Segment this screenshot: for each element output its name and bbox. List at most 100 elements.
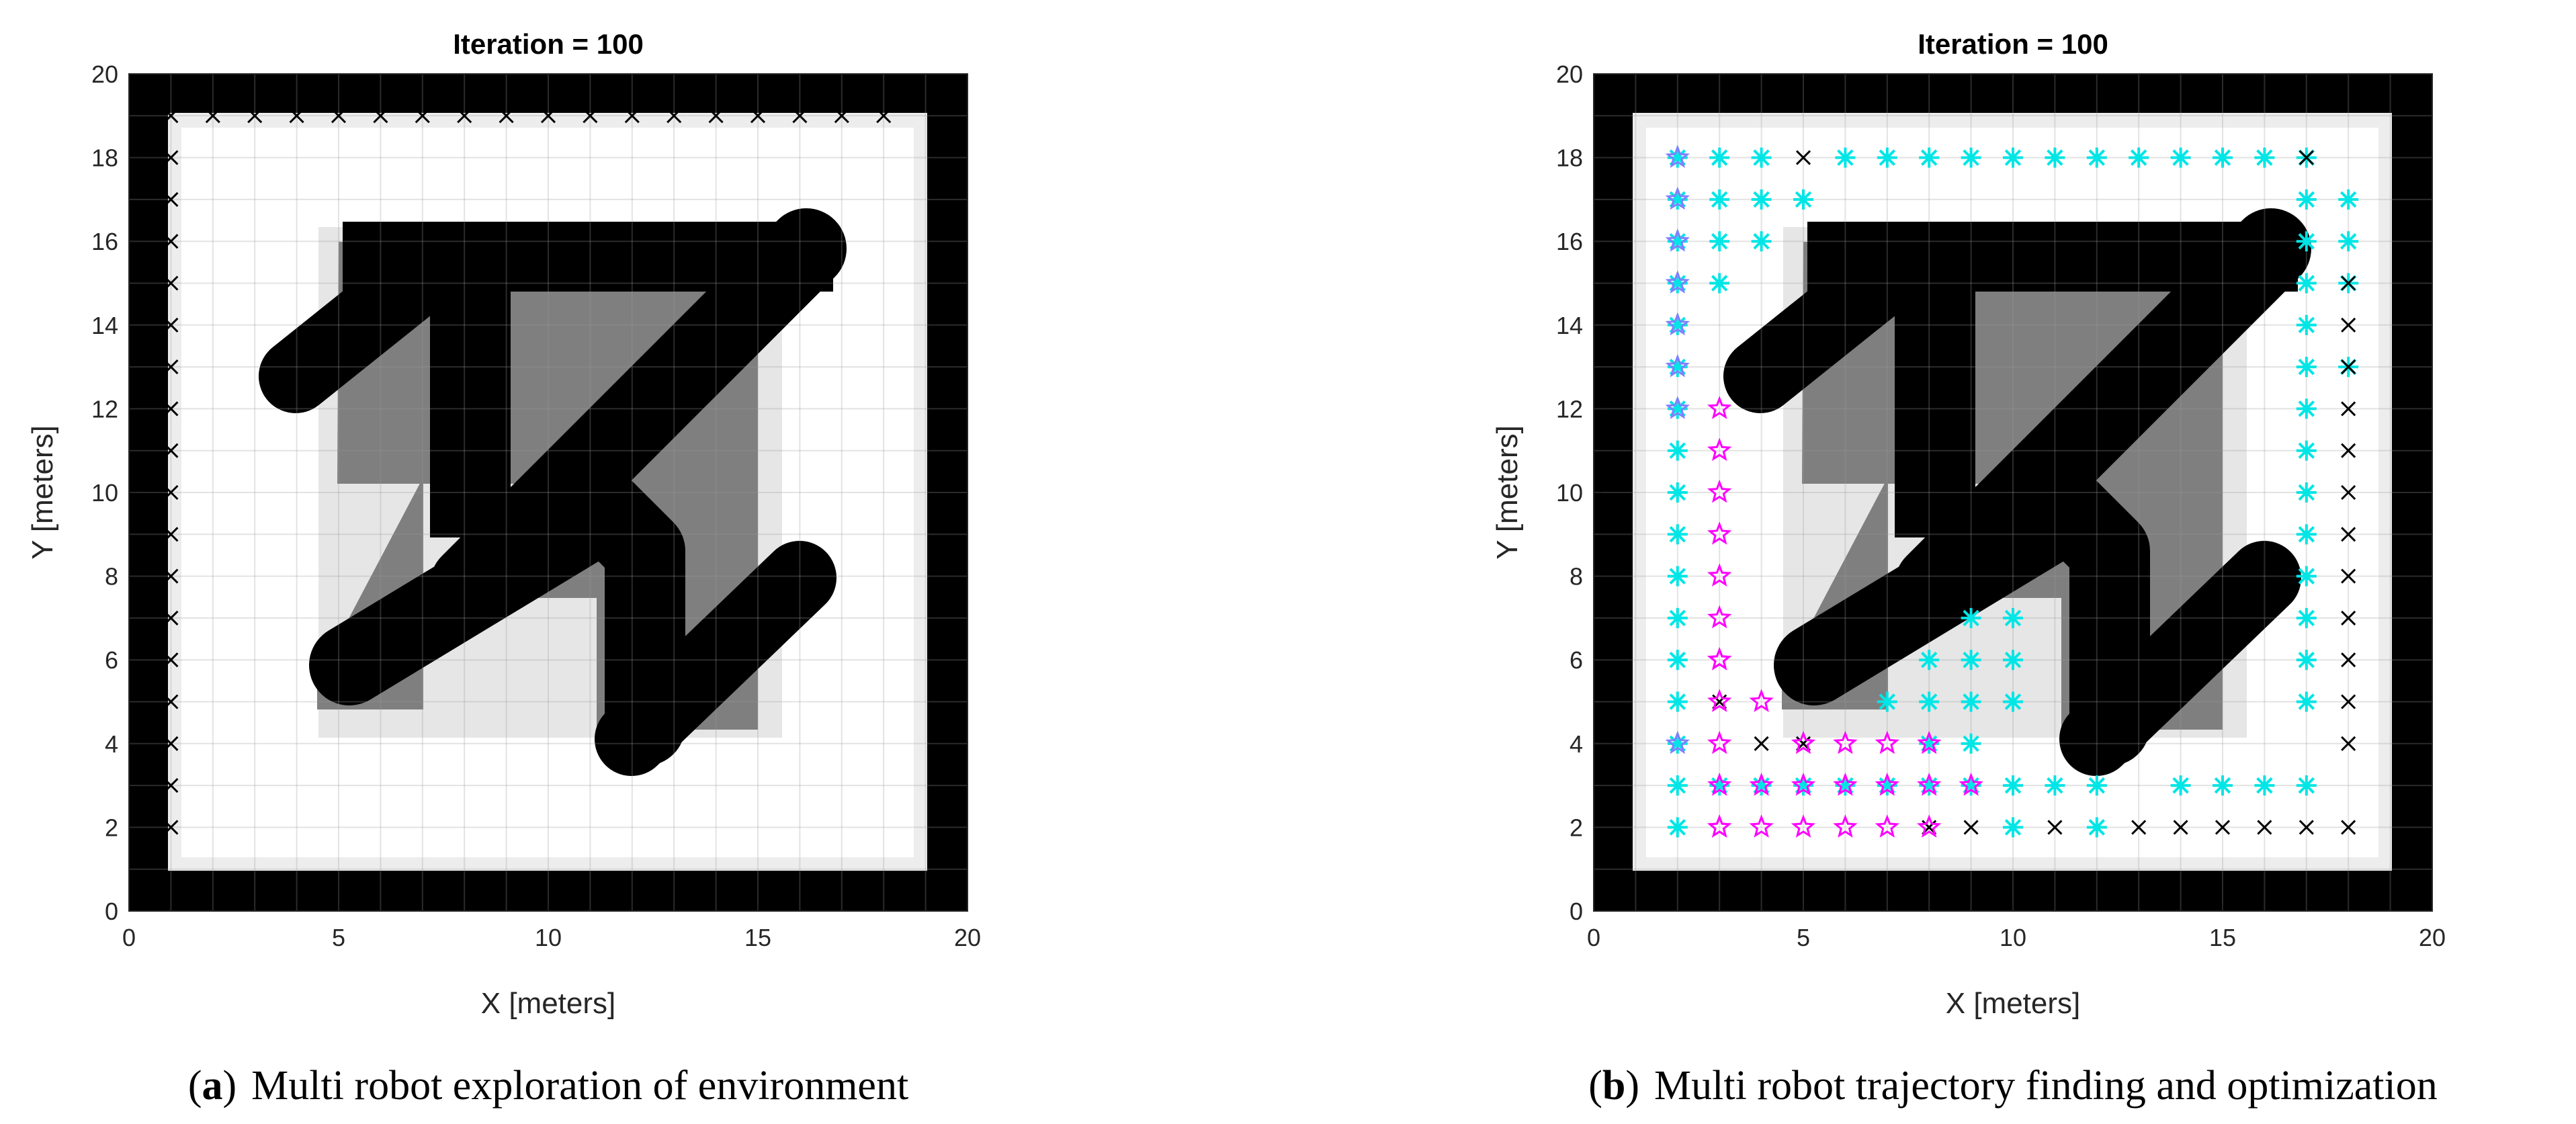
panel-b-ytick-label: 4 (1570, 730, 1583, 758)
panel-b-marker-pentagram (1665, 396, 1690, 419)
panel-a-marker-x (415, 108, 430, 124)
panel-b-marker-asterisk (1793, 189, 1813, 210)
obstacle (1723, 232, 1932, 413)
panel-b-marker-asterisk (2045, 147, 2065, 168)
panel-a-marker-x (792, 108, 808, 124)
panel-a-ytick-label: 14 (91, 312, 118, 339)
panel-b-marker-pentagram (1707, 772, 1732, 796)
obstacle (595, 541, 836, 776)
panel-b-marker-asterisk (2045, 775, 2065, 796)
panel-a-caption: (a)Multi robot exploration of environmen… (188, 1063, 908, 1109)
panel-b-marker-asterisk (2170, 147, 2191, 168)
panel-b-marker-asterisk (1751, 147, 1772, 168)
panel-b-marker-x (2131, 820, 2147, 835)
panel-a-marker-x (540, 108, 556, 124)
panel-a-xtick-label: 15 (744, 924, 771, 951)
panel-b-marker-x (2341, 275, 2356, 291)
panel-b-marker-asterisk (2296, 357, 2317, 378)
panel-b-marker-asterisk (1667, 817, 1688, 838)
panel-b-title: Iteration = 100 (1918, 28, 2108, 60)
panel-b-marker-x (1795, 150, 1811, 165)
panel-a-marker-x (247, 108, 263, 124)
panel-b-marker-x (2215, 820, 2231, 835)
panel-b-marker-asterisk (2296, 314, 2317, 335)
panel-b-marker-x (1754, 736, 1769, 751)
panel-b-marker-pentagram (1707, 396, 1732, 419)
panel-b-marker-x (2341, 694, 2356, 709)
panel-b-marker-asterisk (2338, 189, 2359, 210)
panel-a-marker-x (834, 108, 849, 124)
panel-b-ylabel: Y [meters] (1491, 425, 1524, 560)
panel-a-marker-x (163, 191, 179, 207)
panel-b-marker-asterisk (1961, 147, 1981, 168)
panel-a-marker-x (667, 108, 682, 124)
panel-a-marker-x (163, 443, 179, 458)
panel-b-marker-pentagram (1707, 605, 1732, 629)
panel-a-xtick-label: 5 (332, 924, 345, 951)
panel-a-marker-x (163, 820, 179, 835)
panel-a-marker-x (163, 527, 179, 542)
panel-a-marker-x (163, 610, 179, 625)
panel-b-marker-asterisk (2129, 147, 2149, 168)
panel-b-marker-x (2341, 736, 2356, 751)
panel-b-xtick-label: 15 (2209, 924, 2236, 951)
panel-b-marker-asterisk (2003, 817, 2023, 838)
panel-b-marker-asterisk (1961, 691, 1981, 712)
panel-a-marker-x (373, 108, 388, 124)
panel-b-marker-pentagram (1749, 814, 1774, 838)
panel-b-marker-pentagram (1833, 814, 1858, 838)
panel-b-marker-pentagram (1749, 689, 1774, 712)
panel-a-marker-x (163, 317, 179, 333)
panel-b-marker-x (2341, 820, 2356, 835)
panel-b-marker-asterisk (1751, 231, 1772, 252)
panel-b-marker-asterisk (2254, 775, 2275, 796)
obstacle (259, 232, 467, 413)
panel-b-marker-x (2341, 652, 2356, 668)
obstacle (1774, 470, 2150, 766)
panel-a-marker-x (708, 108, 724, 124)
panel-b-marker-asterisk (2296, 482, 2317, 503)
panel-b-marker-asterisk (2003, 691, 2023, 712)
panel-b-marker-pentagram (1707, 521, 1732, 545)
panel-a-grid (129, 74, 968, 911)
panel-b-marker-pentagram (1707, 814, 1732, 838)
panel-b-marker-asterisk (1709, 273, 1730, 294)
panel-b-ytick-label: 14 (1556, 312, 1583, 339)
panel-a-xtick-label: 0 (122, 924, 136, 951)
panel-a-map (129, 74, 968, 911)
panel-b-marker-pentagram (1707, 730, 1732, 754)
panel-b-ytick-label: 6 (1570, 646, 1583, 674)
panel-b-marker-pentagram (1707, 647, 1732, 671)
panel-b-marker-asterisk (1667, 775, 1688, 796)
panel-b-xtick-label: 10 (2000, 924, 2026, 951)
panel-a-ytick-label: 10 (91, 479, 118, 507)
panel-a-caption-text: Multi robot exploration of environment (251, 1063, 908, 1109)
panel-b-marker-x (2173, 820, 2188, 835)
panel-b-marker-x (1963, 820, 1979, 835)
panel-b-marker-asterisk (1709, 189, 1730, 210)
panel-a-ytick-label: 16 (91, 228, 118, 255)
panel-a-marker-x (750, 108, 766, 124)
panel-a-ytick-label: 6 (105, 646, 118, 674)
panel-b-marker-asterisk (1961, 607, 1981, 628)
panel-b-marker-x (2341, 568, 2356, 584)
panel-a-marker-x (163, 275, 179, 291)
panel-b-marker-asterisk (1667, 566, 1688, 587)
panel-b-marker-pentagram (1875, 772, 1900, 796)
panel-b-marker-asterisk (2003, 775, 2023, 796)
panel-a-ytick-label: 8 (105, 563, 118, 591)
panel-a-marker-x (163, 778, 179, 793)
panel-b-marker-pentagram (1665, 186, 1690, 210)
panel-b-marker-asterisk (1961, 650, 1981, 671)
panel-b-marker-x (2047, 820, 2063, 835)
panel-b-marker-asterisk (1877, 691, 1897, 712)
panel-a-marker-x (163, 401, 179, 417)
panel-b-marker-pentagram (1791, 814, 1816, 838)
panel-b-marker-pentagram (1916, 772, 1942, 796)
panel-b-marker-x (2341, 484, 2356, 501)
panel-b-marker-pentagram (1665, 730, 1690, 754)
panel-b-marker-asterisk (2086, 147, 2107, 168)
panel-a-marker-x (499, 108, 514, 124)
panel-b-marker-asterisk (1667, 440, 1688, 461)
